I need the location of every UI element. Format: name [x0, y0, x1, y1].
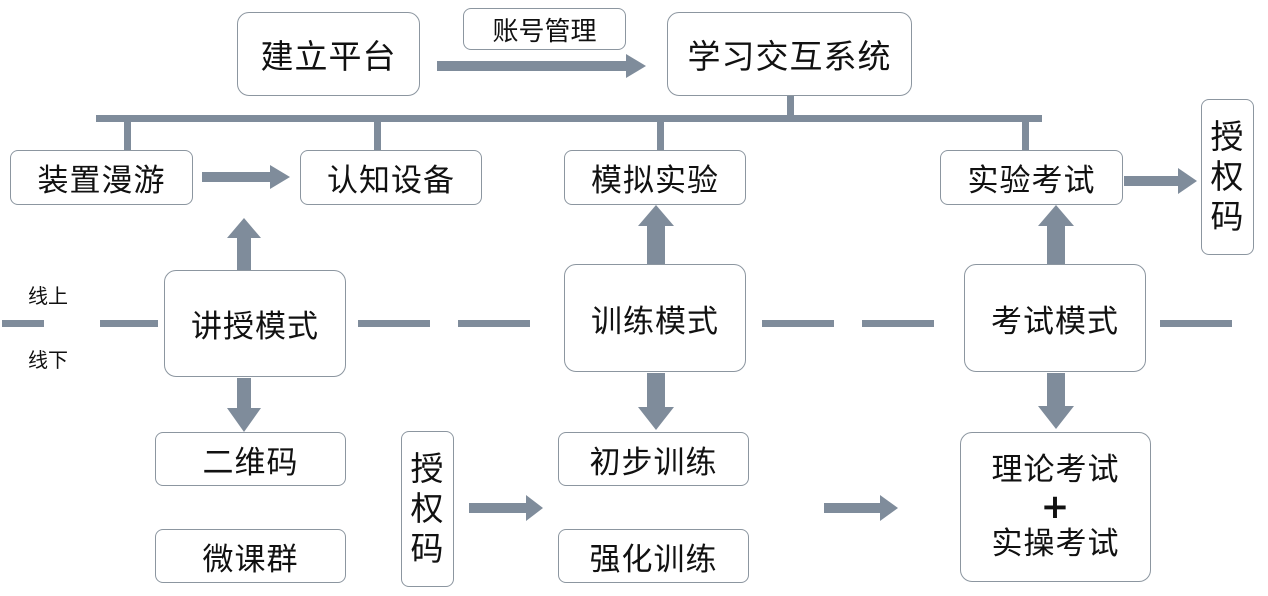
platform-label: 建立平台	[260, 37, 397, 76]
divider-dash	[358, 320, 430, 327]
account-management-label: 账号管理	[492, 16, 597, 47]
recognize-label: 认知设备	[327, 163, 455, 199]
wechat-group-box: 微课群	[155, 529, 346, 583]
simulate-box: 模拟实验	[564, 150, 746, 205]
practical-exam-label: 实操考试	[991, 526, 1120, 562]
divider-dash	[458, 320, 530, 327]
qrcode-label: 二维码	[202, 444, 299, 481]
intensive-training-label: 强化训练	[589, 541, 718, 578]
recognize-box: 认知设备	[300, 150, 482, 205]
exam-box: 实验考试	[940, 150, 1123, 205]
final-exams-stack: 理论考试 + 实操考试	[992, 448, 1120, 566]
arrow-tour-to-recognize	[202, 165, 290, 189]
divider-dash	[1160, 320, 1232, 327]
auth-char: 权	[410, 489, 445, 528]
exam-label: 实验考试	[967, 163, 1096, 199]
arrow-platform-to-system	[437, 54, 646, 78]
lecture-mode-label: 讲授模式	[191, 309, 319, 345]
arrow-training-down	[638, 373, 674, 430]
arrow-lecture-up	[227, 218, 261, 270]
simulate-label: 模拟实验	[591, 163, 719, 199]
auth-char: 码	[1210, 197, 1245, 236]
offline-label: 线下	[28, 348, 68, 372]
divider-dash	[2, 320, 44, 327]
bus-drop-recognize	[374, 120, 381, 150]
auth-char: 授	[410, 449, 445, 488]
training-mode-label: 训练模式	[591, 303, 719, 340]
divider-dash	[862, 320, 934, 327]
bus-drop-simulate	[657, 120, 664, 150]
final-exams-box: 理论考试 + 实操考试	[960, 432, 1151, 582]
divider-dash	[762, 320, 834, 327]
arrow-auth-to-training	[469, 495, 543, 521]
training-mode-box: 训练模式	[564, 264, 746, 372]
lecture-mode-box: 讲授模式	[164, 270, 346, 377]
bus-drop-exam	[1022, 120, 1029, 150]
qrcode-box: 二维码	[155, 432, 346, 486]
arrow-training-up	[638, 205, 674, 264]
exam-mode-box: 考试模式	[964, 264, 1146, 372]
tour-label: 装置漫游	[37, 163, 166, 199]
auth-code-left-box: 授 权 码	[401, 431, 454, 587]
exam-mode-label: 考试模式	[991, 303, 1119, 340]
wechat-group-label: 微课群	[202, 541, 299, 578]
arrow-training-to-exam	[824, 495, 898, 521]
bus-stem-system	[787, 93, 794, 117]
auth-code-right-box: 授 权 码	[1201, 99, 1254, 255]
auth-char: 授	[1210, 117, 1245, 156]
bus-drop-tour	[124, 120, 131, 150]
divider-dash	[100, 320, 158, 327]
bus-line	[96, 115, 1042, 122]
arrow-exammode-up	[1038, 205, 1074, 264]
arrow-exammode-down	[1038, 373, 1074, 429]
auth-char: 权	[1210, 157, 1245, 196]
intensive-training-box: 强化训练	[558, 529, 749, 583]
system-label: 学习交互系统	[687, 37, 892, 76]
plus-sign: +	[1040, 487, 1071, 527]
initial-training-box: 初步训练	[558, 432, 749, 486]
auth-char: 码	[410, 529, 445, 568]
tour-box: 装置漫游	[10, 150, 193, 205]
arrow-exam-to-auth	[1124, 168, 1197, 194]
account-management-box: 账号管理	[463, 8, 626, 50]
initial-training-label: 初步训练	[589, 444, 718, 481]
theory-exam-label: 理论考试	[991, 452, 1120, 488]
online-label: 线上	[28, 284, 68, 308]
system-box: 学习交互系统	[667, 12, 912, 96]
platform-box: 建立平台	[237, 12, 420, 96]
arrow-lecture-down	[227, 378, 261, 432]
